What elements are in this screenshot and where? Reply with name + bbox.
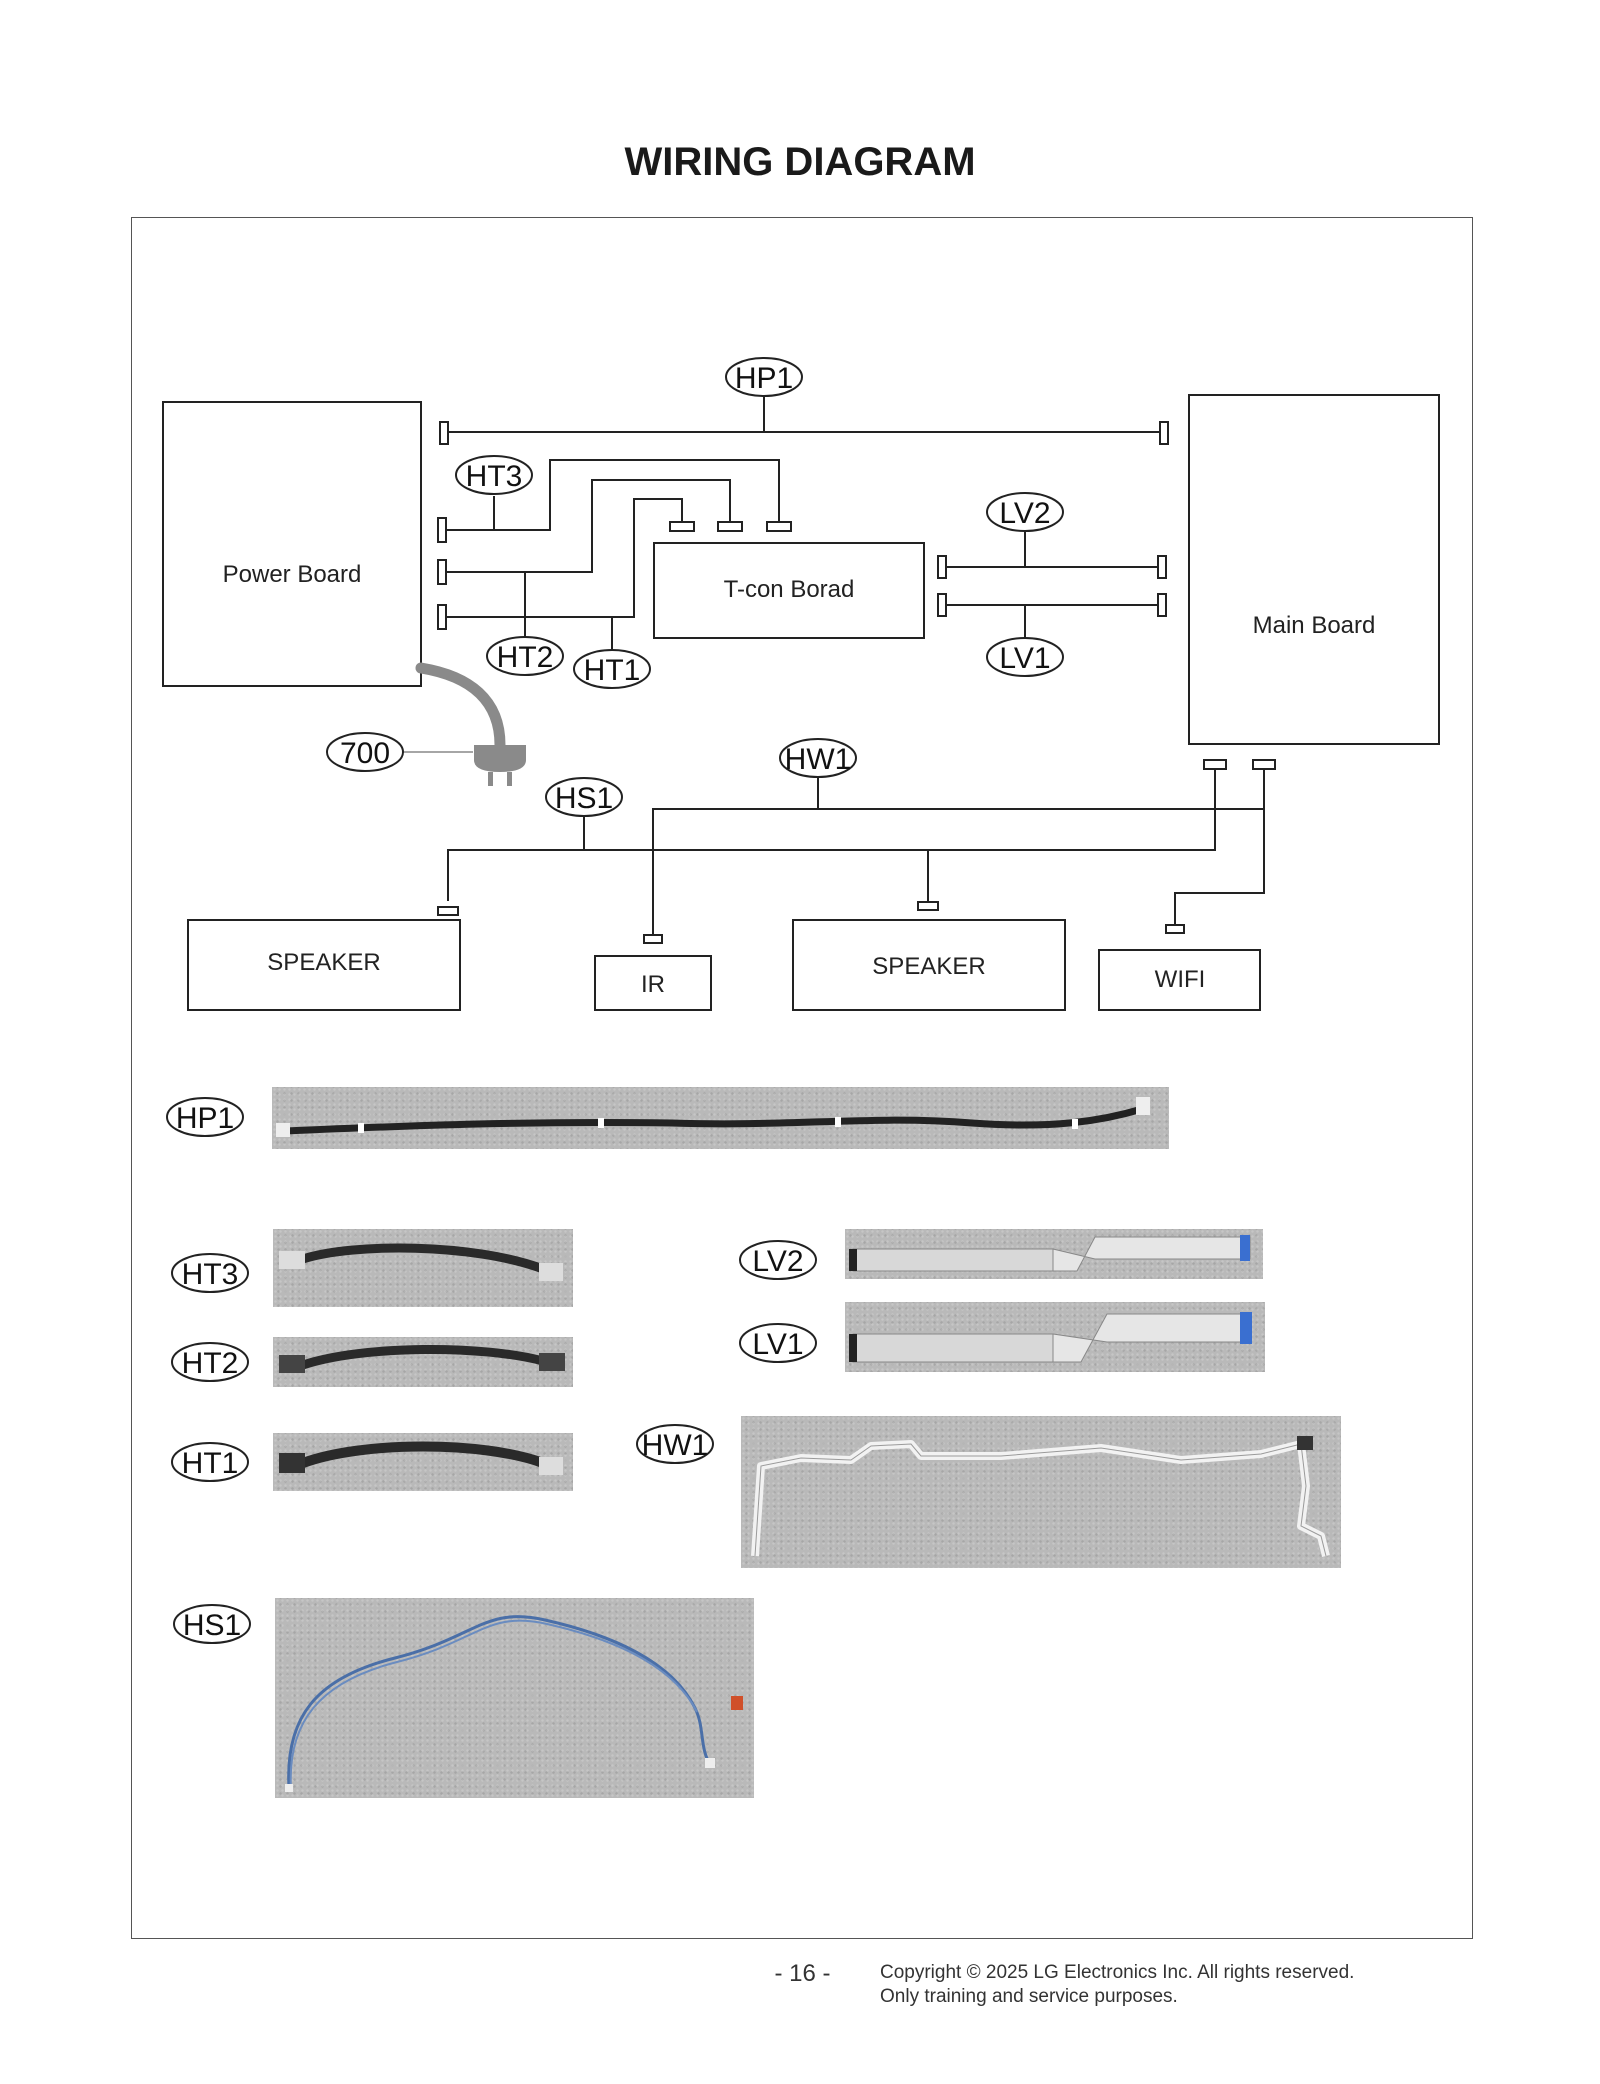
tcon-board-label: T-con Borad — [724, 576, 855, 603]
tag-hs1-outline — [545, 777, 623, 817]
speaker-right-box — [792, 919, 1066, 1011]
tag-lv1-outline — [986, 637, 1064, 677]
photo-tag-hs1-outline — [173, 1604, 251, 1644]
photo-tag-lv1: LV1 — [752, 1328, 803, 1361]
tag-ht3-outline — [455, 455, 533, 495]
tag-ht2: HT2 — [497, 641, 554, 674]
tag-hs1: HS1 — [555, 782, 613, 815]
tag-ht2-outline — [486, 636, 564, 676]
lv-cables — [937, 531, 1167, 638]
photo-ht1-cable — [273, 1433, 573, 1491]
photo-tag-ht1: HT1 — [182, 1447, 239, 1480]
photo-tag-hs1: HS1 — [183, 1609, 241, 1642]
page-number: - 16 - — [774, 1960, 831, 1987]
tcon-board-box — [653, 542, 925, 639]
photo-hs1-cable — [275, 1598, 754, 1798]
ir-label: IR — [641, 971, 665, 998]
copyright-line-2: Only training and service purposes. — [880, 1986, 1178, 2007]
page-title: WIRING DIAGRAM — [624, 140, 976, 184]
tag-ht3: HT3 — [466, 460, 523, 493]
photo-tag-lv2: LV2 — [752, 1245, 803, 1278]
power-board-label: Power Board — [223, 561, 362, 588]
tag-lv1: LV1 — [999, 642, 1050, 675]
power-cord-icon — [415, 662, 526, 786]
diagram-frame — [131, 217, 1473, 1939]
speaker-left-label: SPEAKER — [267, 949, 380, 976]
photo-tag-lv2-outline — [739, 1240, 817, 1280]
photo-tag-hp1-outline — [166, 1097, 244, 1137]
tag-hw1-outline — [779, 738, 857, 778]
photo-ht2-cable — [273, 1337, 573, 1387]
main-board-box — [1188, 394, 1440, 745]
photo-lv1-cable — [845, 1302, 1265, 1372]
tag-ht1: HT1 — [584, 654, 641, 687]
photo-ht3-cable — [273, 1229, 573, 1307]
copyright-line-1: Copyright © 2025 LG Electronics Inc. All… — [880, 1962, 1355, 1983]
tag-lv2-outline — [986, 492, 1064, 532]
photo-tag-hp1: HP1 — [176, 1102, 234, 1135]
tag-700-outline — [326, 732, 404, 772]
hw-hs-cables — [437, 759, 1276, 944]
tag-lv2: LV2 — [999, 497, 1050, 530]
photo-tag-hw1: HW1 — [642, 1429, 709, 1462]
main-board-label: Main Board — [1253, 612, 1376, 639]
tag-700: 700 — [340, 737, 390, 770]
photo-tag-ht2: HT2 — [182, 1347, 239, 1380]
ht-cables — [437, 459, 792, 650]
tag-hw1: HW1 — [785, 743, 852, 776]
tag-ht1-outline — [573, 649, 651, 689]
wifi-label: WIFI — [1155, 966, 1206, 993]
photo-lv2-cable — [845, 1229, 1263, 1279]
wifi-box — [1098, 949, 1261, 1011]
tag-hp1: HP1 — [735, 362, 793, 395]
speaker-right-label: SPEAKER — [872, 953, 985, 980]
photo-tag-ht3-outline — [171, 1253, 249, 1293]
power-board-box — [162, 401, 422, 687]
tag-hp1-outline — [725, 357, 803, 397]
hp1-cable — [439, 396, 1169, 445]
photo-tag-ht1-outline — [171, 1442, 249, 1482]
speaker-left-box — [187, 919, 461, 1011]
photo-hp1-cable — [272, 1087, 1169, 1149]
photo-tag-hw1-outline — [636, 1424, 714, 1464]
ir-box — [594, 955, 712, 1011]
photo-tag-ht2-outline — [171, 1342, 249, 1382]
copyright-notice: Copyright © 2025 LG Electronics Inc. All… — [880, 1961, 1354, 2009]
photo-hw1-cable — [741, 1416, 1341, 1568]
photo-tag-lv1-outline — [739, 1323, 817, 1363]
photo-tag-ht3: HT3 — [182, 1258, 239, 1291]
